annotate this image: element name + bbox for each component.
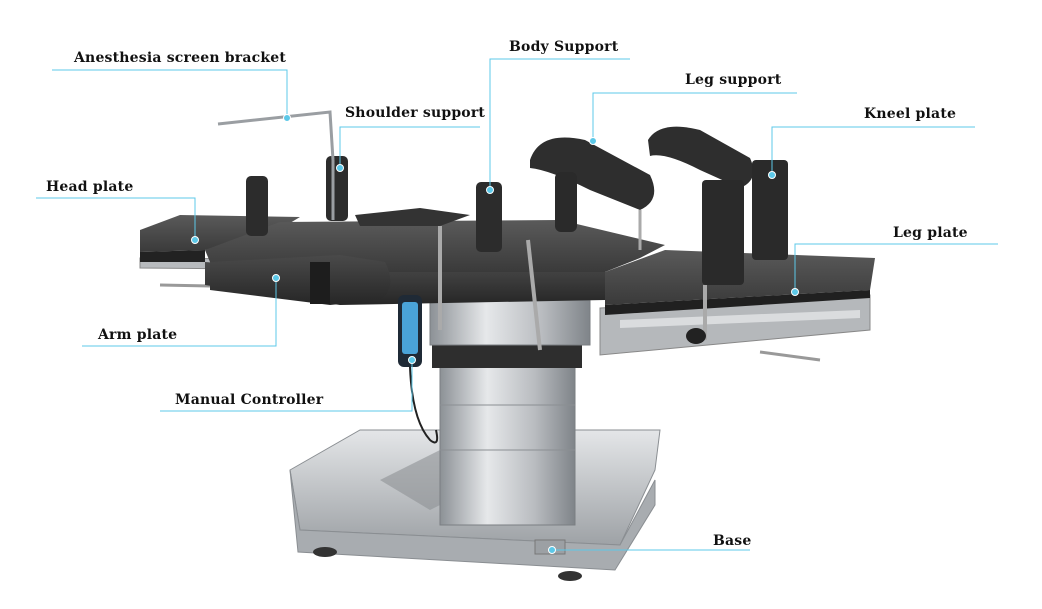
label-manual-controller: Manual Controller [175, 392, 324, 408]
label-leg-support: Leg support [685, 72, 782, 88]
manual-controller [398, 295, 439, 444]
label-body-support: Body Support [509, 39, 619, 55]
anesthesia-bracket [217, 110, 335, 220]
leader-arm [82, 278, 277, 347]
label-leg-plate: Leg plate [893, 225, 968, 241]
leader-leg-plate [794, 243, 998, 292]
label-kneel-plate: Kneel plate [864, 106, 957, 122]
leader-manual [160, 360, 413, 412]
leader-lines [36, 58, 998, 554]
leader-shoulder [339, 126, 480, 168]
kneel-plates [686, 160, 788, 344]
label-shoulder-support: Shoulder support [345, 105, 486, 121]
leader-anesthesia [52, 69, 288, 118]
arm-plate [210, 255, 391, 305]
label-base: Base [713, 533, 752, 549]
label-arm-plate: Arm plate [98, 327, 178, 343]
leader-body-support [489, 58, 630, 190]
leg-supports [530, 126, 754, 250]
leader-head [36, 197, 196, 240]
leader-leg-support [592, 92, 797, 141]
lift-column [429, 299, 591, 526]
label-anesthesia-screen-bracket: Anesthesia screen bracket [74, 50, 287, 66]
leader-kneel [771, 126, 975, 175]
label-head-plate: Head plate [46, 179, 134, 195]
body-support [438, 182, 542, 351]
